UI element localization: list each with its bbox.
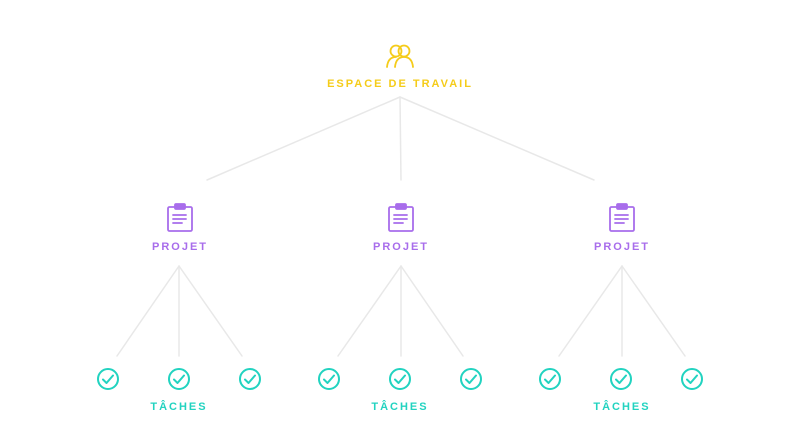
connector-line (400, 265, 464, 357)
check-circle-icon (238, 367, 262, 391)
check-circle-icon (317, 367, 341, 391)
project-label: PROJET (372, 241, 430, 253)
connector-line (178, 265, 243, 357)
connector-line (399, 96, 402, 181)
connector-line (558, 265, 623, 357)
check-circle-icon (388, 367, 412, 391)
workspace-label: ESPACE DE TRAVAIL (327, 78, 473, 90)
connector-line (399, 96, 595, 181)
connector-line (116, 265, 180, 357)
check-circle-icon (96, 367, 120, 391)
connector-line (206, 96, 401, 181)
users-icon (385, 43, 415, 69)
clipboard-icon (166, 203, 194, 233)
connector-line (621, 265, 686, 357)
clipboard-icon (608, 203, 636, 233)
tasks-label: TÂCHES (371, 401, 429, 413)
tasks-label: TÂCHES (150, 401, 208, 413)
check-circle-icon (538, 367, 562, 391)
project-label: PROJET (593, 241, 651, 253)
check-circle-icon (609, 367, 633, 391)
check-circle-icon (680, 367, 704, 391)
project-label: PROJET (151, 241, 209, 253)
tasks-label: TÂCHES (593, 401, 651, 413)
check-circle-icon (167, 367, 191, 391)
connector-line (337, 265, 402, 357)
clipboard-icon (387, 203, 415, 233)
check-circle-icon (459, 367, 483, 391)
